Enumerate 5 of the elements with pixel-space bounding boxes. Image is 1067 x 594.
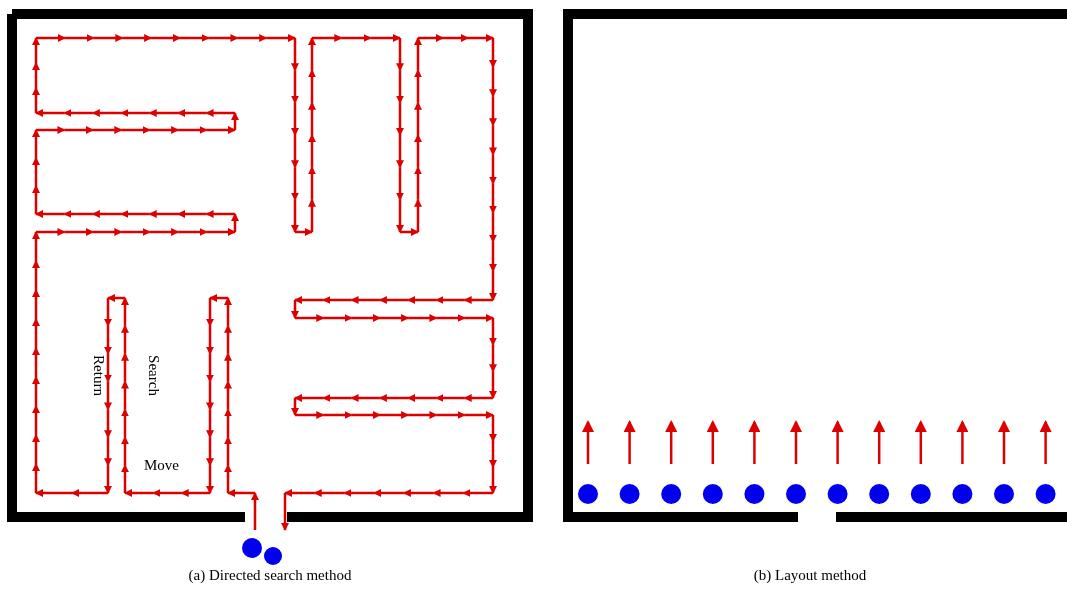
path-label: Move (144, 458, 179, 473)
panel-caption: (a) Directed search method (187, 568, 353, 583)
path-label: Return (90, 355, 106, 396)
path-label: Search (145, 355, 161, 396)
panel-caption: (b) Layout method (752, 568, 868, 583)
